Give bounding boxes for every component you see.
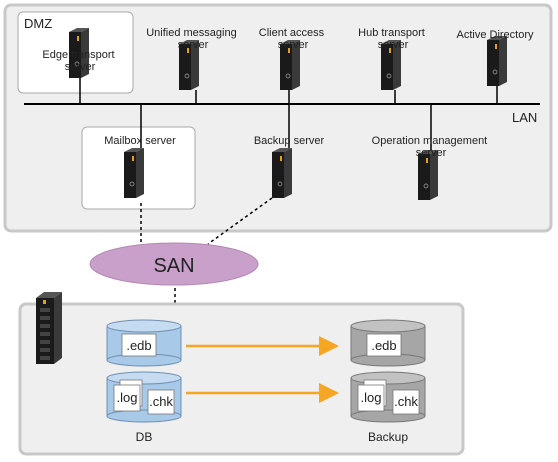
backup-edb-cylinder: .edb: [350, 319, 426, 367]
dmz-label: DMZ: [24, 16, 52, 31]
client-access-label: Client access server: [259, 27, 327, 51]
backup-label: Backup: [368, 430, 408, 444]
unified-messaging-label: Unified messaging server: [146, 27, 240, 51]
db-log-file: .log: [117, 390, 138, 405]
mailbox-server-icon: [123, 147, 145, 199]
backup-log-cylinder: .log .chk: [350, 371, 426, 423]
backup-server-icon: [271, 147, 293, 199]
active-directory-server-icon: [486, 35, 508, 87]
active-directory-label: Active Directory: [456, 29, 534, 41]
db-log-cylinder: .log .chk: [106, 371, 182, 423]
backup-chk-file: .chk: [394, 394, 418, 409]
san-label: SAN: [153, 255, 194, 277]
operation-management-label: Operation management server: [372, 135, 491, 159]
db-edb-cylinder: .edb: [106, 319, 182, 367]
storage-rack-icon: [36, 292, 62, 364]
san-cloud: [89, 242, 259, 286]
san-links: [140, 197, 273, 304]
backup-edb-file: .edb: [371, 338, 396, 353]
db-label: DB: [136, 430, 153, 444]
edge-transport-label: Edge transport server: [42, 49, 117, 73]
lan-label: LAN: [512, 110, 537, 125]
db-edb-file: .edb: [126, 338, 151, 353]
lan-connectors: [79, 78, 498, 152]
mailbox-label: Mailbox server: [104, 135, 176, 147]
backup-log-file: .log: [361, 390, 382, 405]
hub-transport-label: Hub transport server: [358, 27, 428, 51]
backup-server-label: Backup server: [254, 135, 325, 147]
db-chk-file: .chk: [149, 394, 173, 409]
